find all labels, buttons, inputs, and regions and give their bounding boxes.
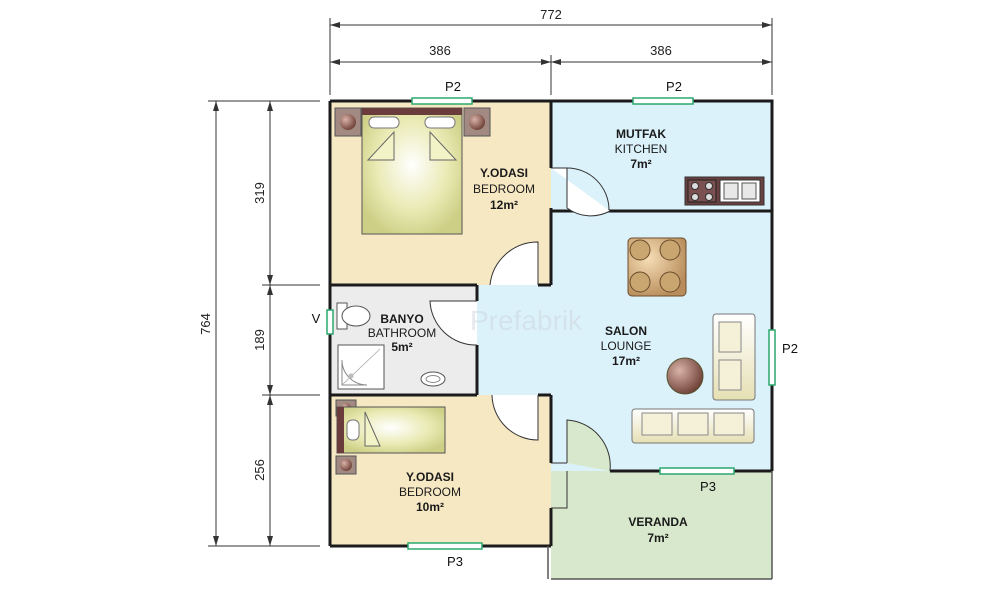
window-lounge-bottom	[659, 467, 735, 475]
bedroom1-furniture	[334, 107, 491, 235]
lounge-furniture	[631, 313, 756, 444]
bedroom2-name-en: BEDROOM	[399, 485, 461, 499]
window-label-kitchen: P2	[666, 79, 682, 94]
dining-table	[627, 237, 687, 297]
window-kitchen-top	[632, 97, 694, 105]
bedroom1-name-en: BEDROOM	[473, 182, 535, 196]
bathroom-name-tr: BANYO	[380, 312, 423, 326]
bathroom-fixtures	[336, 302, 446, 390]
lounge-name-tr: SALON	[605, 324, 647, 338]
window-bedroom1-top	[411, 97, 473, 105]
dim-total-height: 764	[198, 313, 213, 335]
window-label-lounge-bottom: P3	[700, 479, 716, 494]
single-bed	[336, 406, 446, 454]
bedroom1-area: 12m²	[490, 198, 518, 212]
kitchen-area: 7m²	[630, 157, 651, 171]
kitchen-name-tr: MUTFAK	[616, 127, 666, 141]
dim-bottom-height: 256	[252, 459, 267, 481]
bathroom-name-en: BATHROOM	[368, 326, 436, 340]
coffee-table	[666, 357, 704, 395]
lounge-area: 17m²	[612, 354, 640, 368]
bedroom2-area: 10m²	[416, 500, 444, 514]
dim-left-width: 386	[429, 43, 451, 58]
dim-total-width: 772	[540, 7, 562, 22]
window-bathroom-left	[326, 309, 334, 335]
nightstand-left	[334, 107, 362, 137]
window-label-lounge-right: P2	[782, 341, 798, 356]
window-lounge-right	[768, 329, 776, 386]
sink	[420, 371, 446, 387]
window-bedroom2-bottom	[407, 542, 483, 550]
veranda-floor	[551, 471, 772, 579]
dim-middle-height: 189	[252, 329, 267, 351]
bedroom2-furniture	[335, 399, 446, 475]
watermark: Prefabrik	[470, 305, 583, 336]
veranda-name: VERANDA	[628, 515, 688, 529]
dim-right-width: 386	[650, 43, 672, 58]
veranda-area: 7m²	[647, 531, 668, 545]
bedroom2-name-tr: Y.ODASI	[406, 470, 454, 484]
double-bed	[361, 107, 463, 235]
kitchen-counter	[684, 176, 765, 206]
hall-floor	[477, 285, 551, 395]
dim-top-height: 319	[252, 182, 267, 204]
kitchen-name-en: KITCHEN	[615, 142, 668, 156]
window-label-bedroom1: P2	[445, 79, 461, 94]
dimension-lines	[208, 18, 773, 547]
window-label-bathroom: V	[312, 311, 321, 326]
lounge-name-en: LOUNGE	[601, 339, 652, 353]
toilet-bowl	[341, 305, 371, 327]
bedroom1-name-tr: Y.ODASI	[480, 166, 528, 180]
bathroom-area: 5m²	[391, 340, 412, 354]
doors	[429, 167, 611, 509]
window-label-bedroom2: P3	[447, 554, 463, 569]
